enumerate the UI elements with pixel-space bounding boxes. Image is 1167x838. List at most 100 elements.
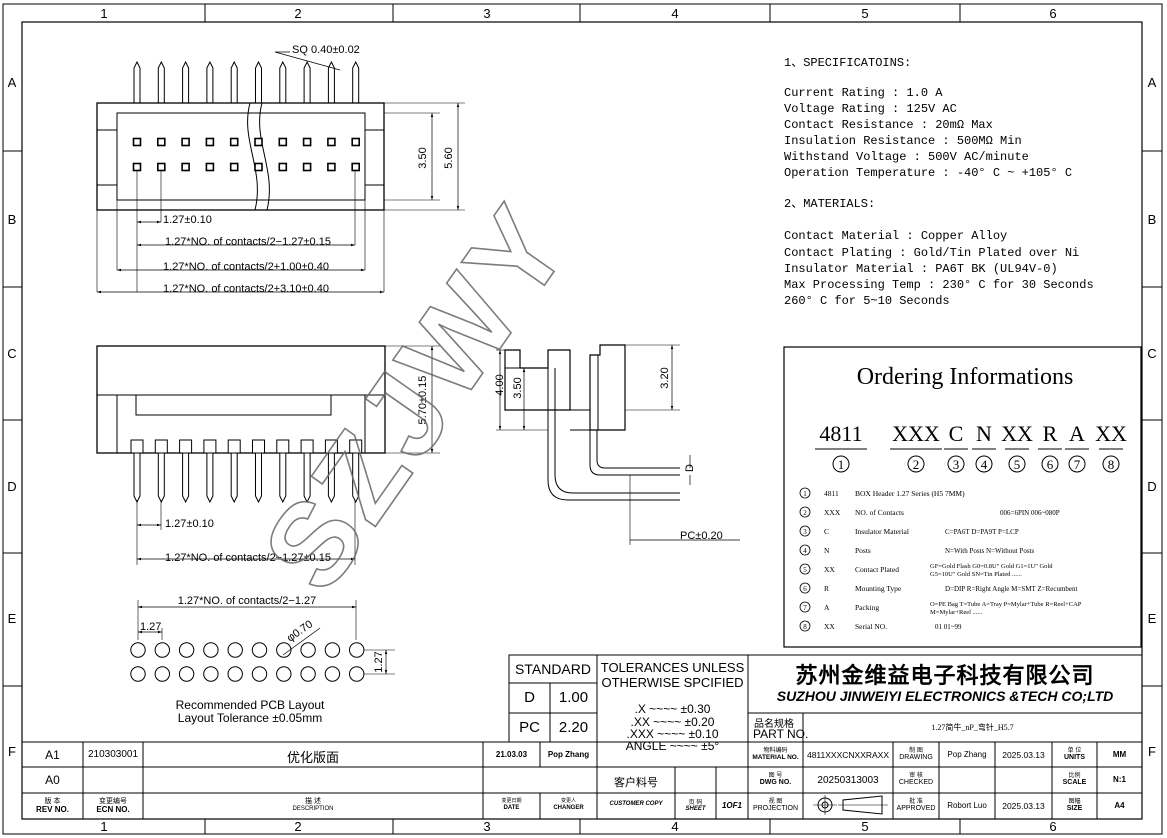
dim-127-top: 1.27±0.10 xyxy=(163,214,212,226)
row-label: B xyxy=(1148,212,1157,227)
dim-560: 5.60 xyxy=(443,147,455,168)
pcb-dim-127-side: 1.27 xyxy=(373,651,385,672)
pin-housing-slot xyxy=(324,439,338,454)
col-label: 5 xyxy=(861,6,868,21)
part-value: 1.27简牛_nP_弯针_H5.7 xyxy=(931,723,1014,732)
dim-half-minus-mid: 1.27*NO. of contacts/2−1.27±0.15 xyxy=(165,552,331,564)
order-num: 4 xyxy=(981,457,988,472)
order-row-code: N xyxy=(824,546,830,555)
scale-en: SCALE xyxy=(1062,779,1087,786)
company-cn: 苏州金维益电子科技有限公司 xyxy=(795,663,1095,688)
scale-val: N:1 xyxy=(1113,775,1126,784)
pin-housing-slot xyxy=(276,439,290,454)
order-row-num: 1 xyxy=(803,490,807,498)
row-label: F xyxy=(8,744,16,759)
part-label-en: PART NO. xyxy=(753,727,809,741)
order-row-name: Mounting Type xyxy=(855,584,902,593)
pcb-hole xyxy=(251,642,268,658)
order-code: 4811 xyxy=(819,421,862,446)
spec-line: Contact Resistance : 20mΩ Max xyxy=(784,118,993,132)
pin xyxy=(255,60,262,103)
order-num: 3 xyxy=(953,457,960,472)
order-row-num-circle xyxy=(799,563,811,575)
pin-housing-slot xyxy=(179,439,193,454)
order-code: XX xyxy=(1001,421,1033,446)
order-row-code: XX xyxy=(824,565,835,574)
pin xyxy=(327,440,335,504)
order-row-num: 5 xyxy=(803,566,807,574)
hdr-changer-cn: 变更人 xyxy=(560,798,576,804)
proj-cn: 视 图 xyxy=(768,799,783,805)
dim-570: 5.70±0.15 xyxy=(417,376,429,425)
material-line: Max Processing Temp : 230° C for 30 Seco… xyxy=(784,278,1094,292)
sheet-frame xyxy=(2,3,1163,835)
tolerance-line: ANGLE ~~~~ ±5° xyxy=(625,739,720,753)
order-row-code: A xyxy=(824,603,830,612)
order-num-circle xyxy=(832,455,850,473)
changer-a1: Pop Zhang xyxy=(547,750,590,759)
order-code: N xyxy=(976,421,992,446)
spec-heading: 1、SPECIFICATOINS: xyxy=(784,56,911,70)
units-cn: 单 位 xyxy=(1067,748,1082,754)
contact-square xyxy=(254,137,263,147)
drawing-en: DRAWING xyxy=(899,754,933,761)
desc-a1: 优化版面 xyxy=(286,750,339,765)
pcb-dim-top: 1.27*NO. of contacts/2−1.27 xyxy=(178,595,317,607)
pcb-hole xyxy=(349,642,365,658)
pcb-hole xyxy=(276,666,292,682)
col-label: 3 xyxy=(483,819,490,834)
dwg-en: DWG NO. xyxy=(759,779,792,786)
standard-head: STANDARD xyxy=(515,661,591,677)
order-num: 2 xyxy=(913,457,920,472)
order-row-num: 8 xyxy=(803,623,807,631)
sheet-val: 1OF1 xyxy=(721,801,742,810)
col-label: 3 xyxy=(483,6,490,21)
order-num: 8 xyxy=(1108,457,1115,472)
pcb-hole xyxy=(154,642,171,658)
pcb-hole xyxy=(130,666,146,682)
order-row-options: N=With Posts N=Without Posts xyxy=(945,547,1034,555)
pin-housing-slot xyxy=(349,439,363,454)
approved-name: Robort Luo xyxy=(947,801,987,810)
pin xyxy=(279,60,287,103)
checked-cn: 审 核 xyxy=(909,773,923,779)
size-val: A4 xyxy=(1114,801,1125,810)
order-row-num-circle xyxy=(799,544,811,556)
pin xyxy=(303,60,311,103)
material-val: 4811XXXCNXXRAXX xyxy=(806,750,890,760)
contact-square xyxy=(181,137,190,147)
row-label: F xyxy=(1148,744,1156,759)
pin xyxy=(182,440,190,504)
scale-cn: 比例 xyxy=(1068,773,1081,779)
order-num-circle xyxy=(975,455,993,473)
row-label: E xyxy=(8,611,17,626)
material-line: Contact Plating : Gold/Tin Plated over N… xyxy=(784,246,1079,260)
order-row-options: O=PE Bag T=Tube A=Tray P=Mylar+Tube R=Re… xyxy=(930,601,1082,608)
sq-pin-dim: SQ 0.40±0.02 xyxy=(292,44,360,56)
size-cn: 图幅 xyxy=(1068,799,1081,805)
pcb-hole xyxy=(227,642,243,658)
pin xyxy=(157,60,165,103)
standard-pc-val: 2.20 xyxy=(558,719,589,736)
pcb-hole xyxy=(203,666,219,682)
side-view-labels: 4.00 3.50 3.20 D PC±0.20 xyxy=(494,367,723,542)
order-row-num-circle xyxy=(799,582,811,594)
order-num: 5 xyxy=(1014,457,1021,472)
material-cn: 物料编码 xyxy=(763,748,788,754)
side-dim-pc: PC±0.20 xyxy=(680,530,723,542)
order-row-options: D=DIP R=Right Angle M=SMT Z=Recumbent xyxy=(945,585,1078,593)
contact-square xyxy=(205,137,215,147)
order-row-name: NO. of Contacts xyxy=(855,508,904,517)
pcb-caption1: Recommended PCB Layout xyxy=(176,698,325,712)
order-row-num: 2 xyxy=(803,509,807,517)
contact-square xyxy=(157,137,166,147)
size-en: SIZE xyxy=(1066,805,1083,812)
pin xyxy=(303,440,311,504)
pin-housing-slot xyxy=(252,439,265,454)
pin-housing-slot xyxy=(154,439,168,454)
order-row-num: 7 xyxy=(803,604,807,612)
material-line: 260° C for 5~10 Seconds xyxy=(784,294,950,308)
pcb-hole xyxy=(276,642,292,658)
pin-housing-slot xyxy=(300,439,314,454)
pin xyxy=(352,60,360,103)
